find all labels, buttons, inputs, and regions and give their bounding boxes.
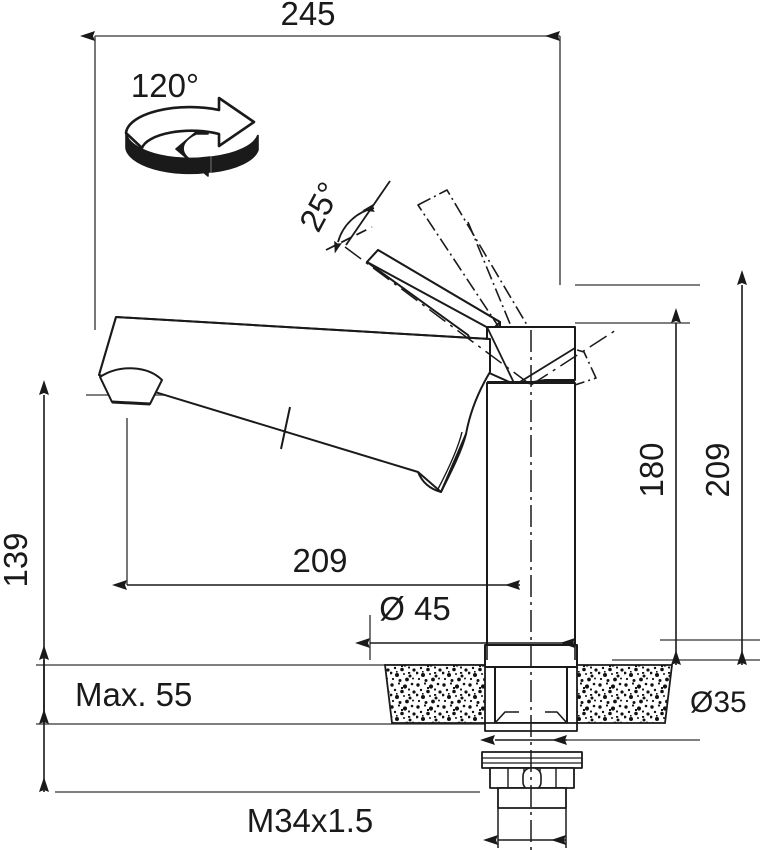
lock-nut-assembly	[481, 751, 583, 809]
dimension-dia-35: Ø35	[480, 686, 747, 745]
dim-25-label: 25°	[292, 176, 348, 237]
dimension-max-55: Max. 55	[39, 645, 192, 792]
dim-209-height-label: 209	[699, 442, 736, 497]
dim-dia45-label: Ø 45	[379, 590, 451, 627]
dim-thread-label: M34x1.5	[247, 802, 374, 839]
dimension-209-height: 209	[699, 270, 747, 665]
dim-max55-label: Max. 55	[75, 676, 192, 713]
faucet-body	[98, 189, 597, 809]
spout-arm	[98, 316, 491, 493]
dimension-180: 180	[633, 308, 681, 665]
dimension-thread: M34x1.5	[247, 802, 567, 848]
dimension-139: 139	[0, 380, 49, 724]
dim-209-reach-label: 209	[292, 542, 347, 579]
lever-handle-raised	[366, 249, 501, 356]
dim-120-label: 120°	[131, 67, 199, 104]
lever-angle-25: 25°	[292, 176, 391, 254]
dim-245-label: 245	[280, 0, 335, 32]
dim-dia35-label: Ø35	[690, 686, 747, 719]
dimension-245: 245	[80, 0, 560, 41]
dim-139-label: 139	[0, 532, 34, 587]
dim-180-label: 180	[633, 442, 670, 497]
lever-centre-line	[344, 246, 617, 386]
dimension-dia-45: Ø 45	[355, 590, 576, 660]
dimension-209-reach: 209	[112, 542, 520, 590]
swivel-120-symbol: 120°	[124, 67, 259, 177]
spout-outlet-aerator	[99, 367, 163, 406]
worktop-section	[383, 664, 674, 724]
